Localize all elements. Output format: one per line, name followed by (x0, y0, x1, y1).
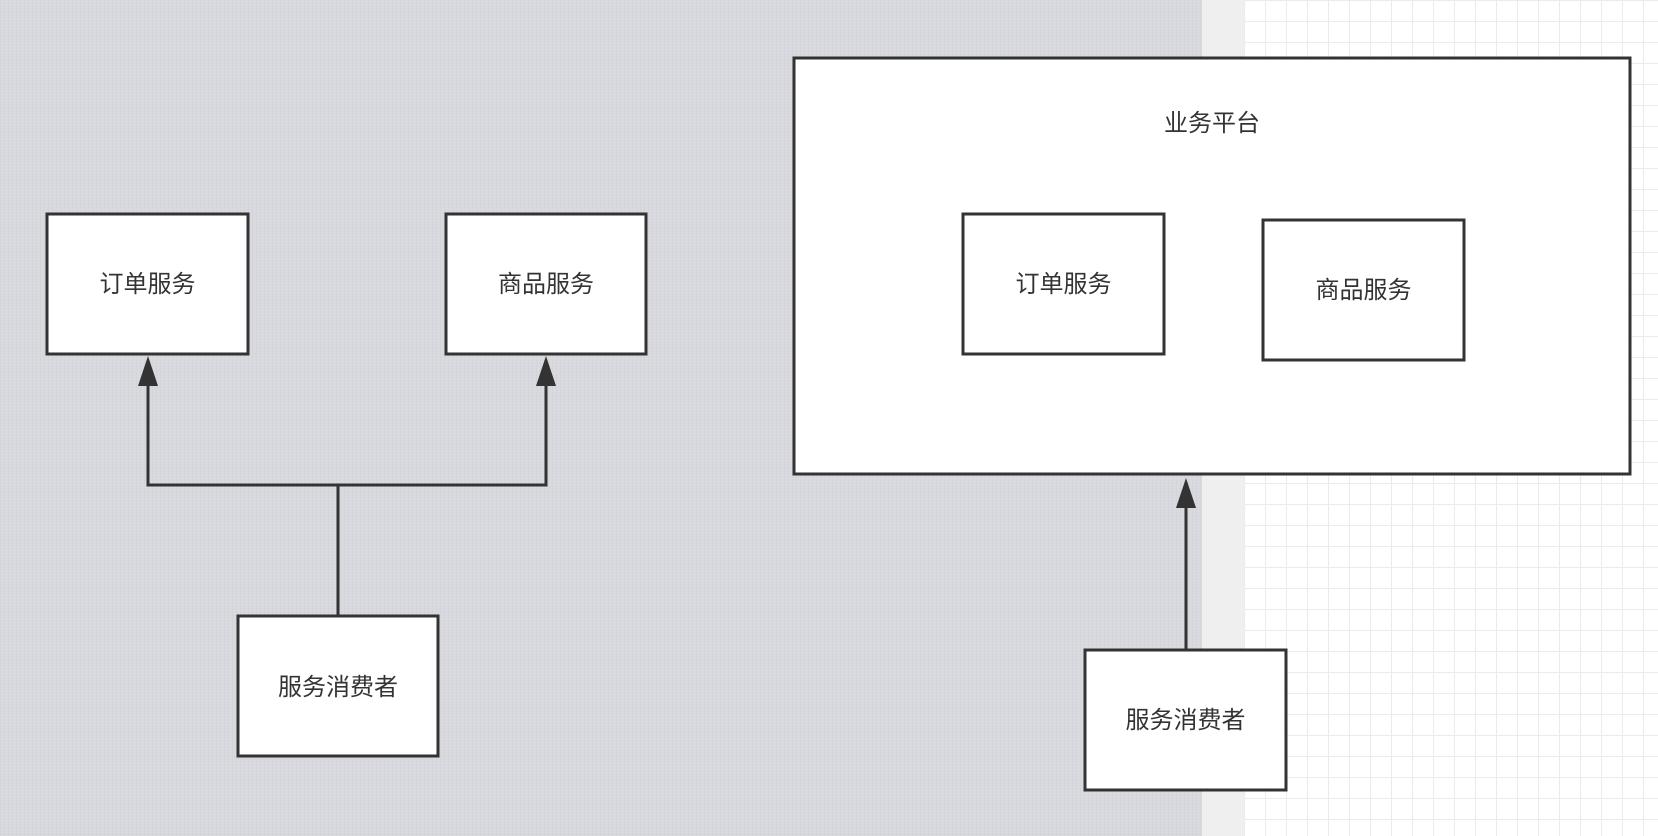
right-order-service-label: 订单服务 (1016, 270, 1112, 298)
platform-title: 业务平台 (1164, 109, 1260, 137)
arrowhead-order (138, 356, 158, 386)
right-order-service-box[interactable] (961, 212, 1166, 356)
left-diagram: 订单服务 商品服务 服务消费者 (45, 212, 648, 758)
right-diagram: 业务平台 订单服务 商品服务 服务消费者 (792, 56, 1632, 792)
right-product-service-box[interactable] (1261, 218, 1466, 362)
left-order-service-box[interactable] (45, 212, 250, 356)
right-product-service-label: 商品服务 (1316, 276, 1412, 304)
left-order-service-label: 订单服务 (100, 270, 196, 298)
connector-consumer-to-order[interactable] (146, 380, 340, 616)
arrowhead-platform (1176, 478, 1196, 508)
arrowhead-product (536, 356, 556, 386)
left-consumer-box[interactable] (236, 614, 440, 758)
left-product-service-box[interactable] (444, 212, 648, 356)
left-consumer-label: 服务消费者 (278, 673, 398, 701)
connector-consumer-to-product[interactable] (338, 380, 548, 487)
left-product-service-label: 商品服务 (498, 270, 594, 298)
platform-container-box[interactable] (792, 56, 1632, 476)
right-consumer-label: 服务消费者 (1126, 706, 1246, 734)
